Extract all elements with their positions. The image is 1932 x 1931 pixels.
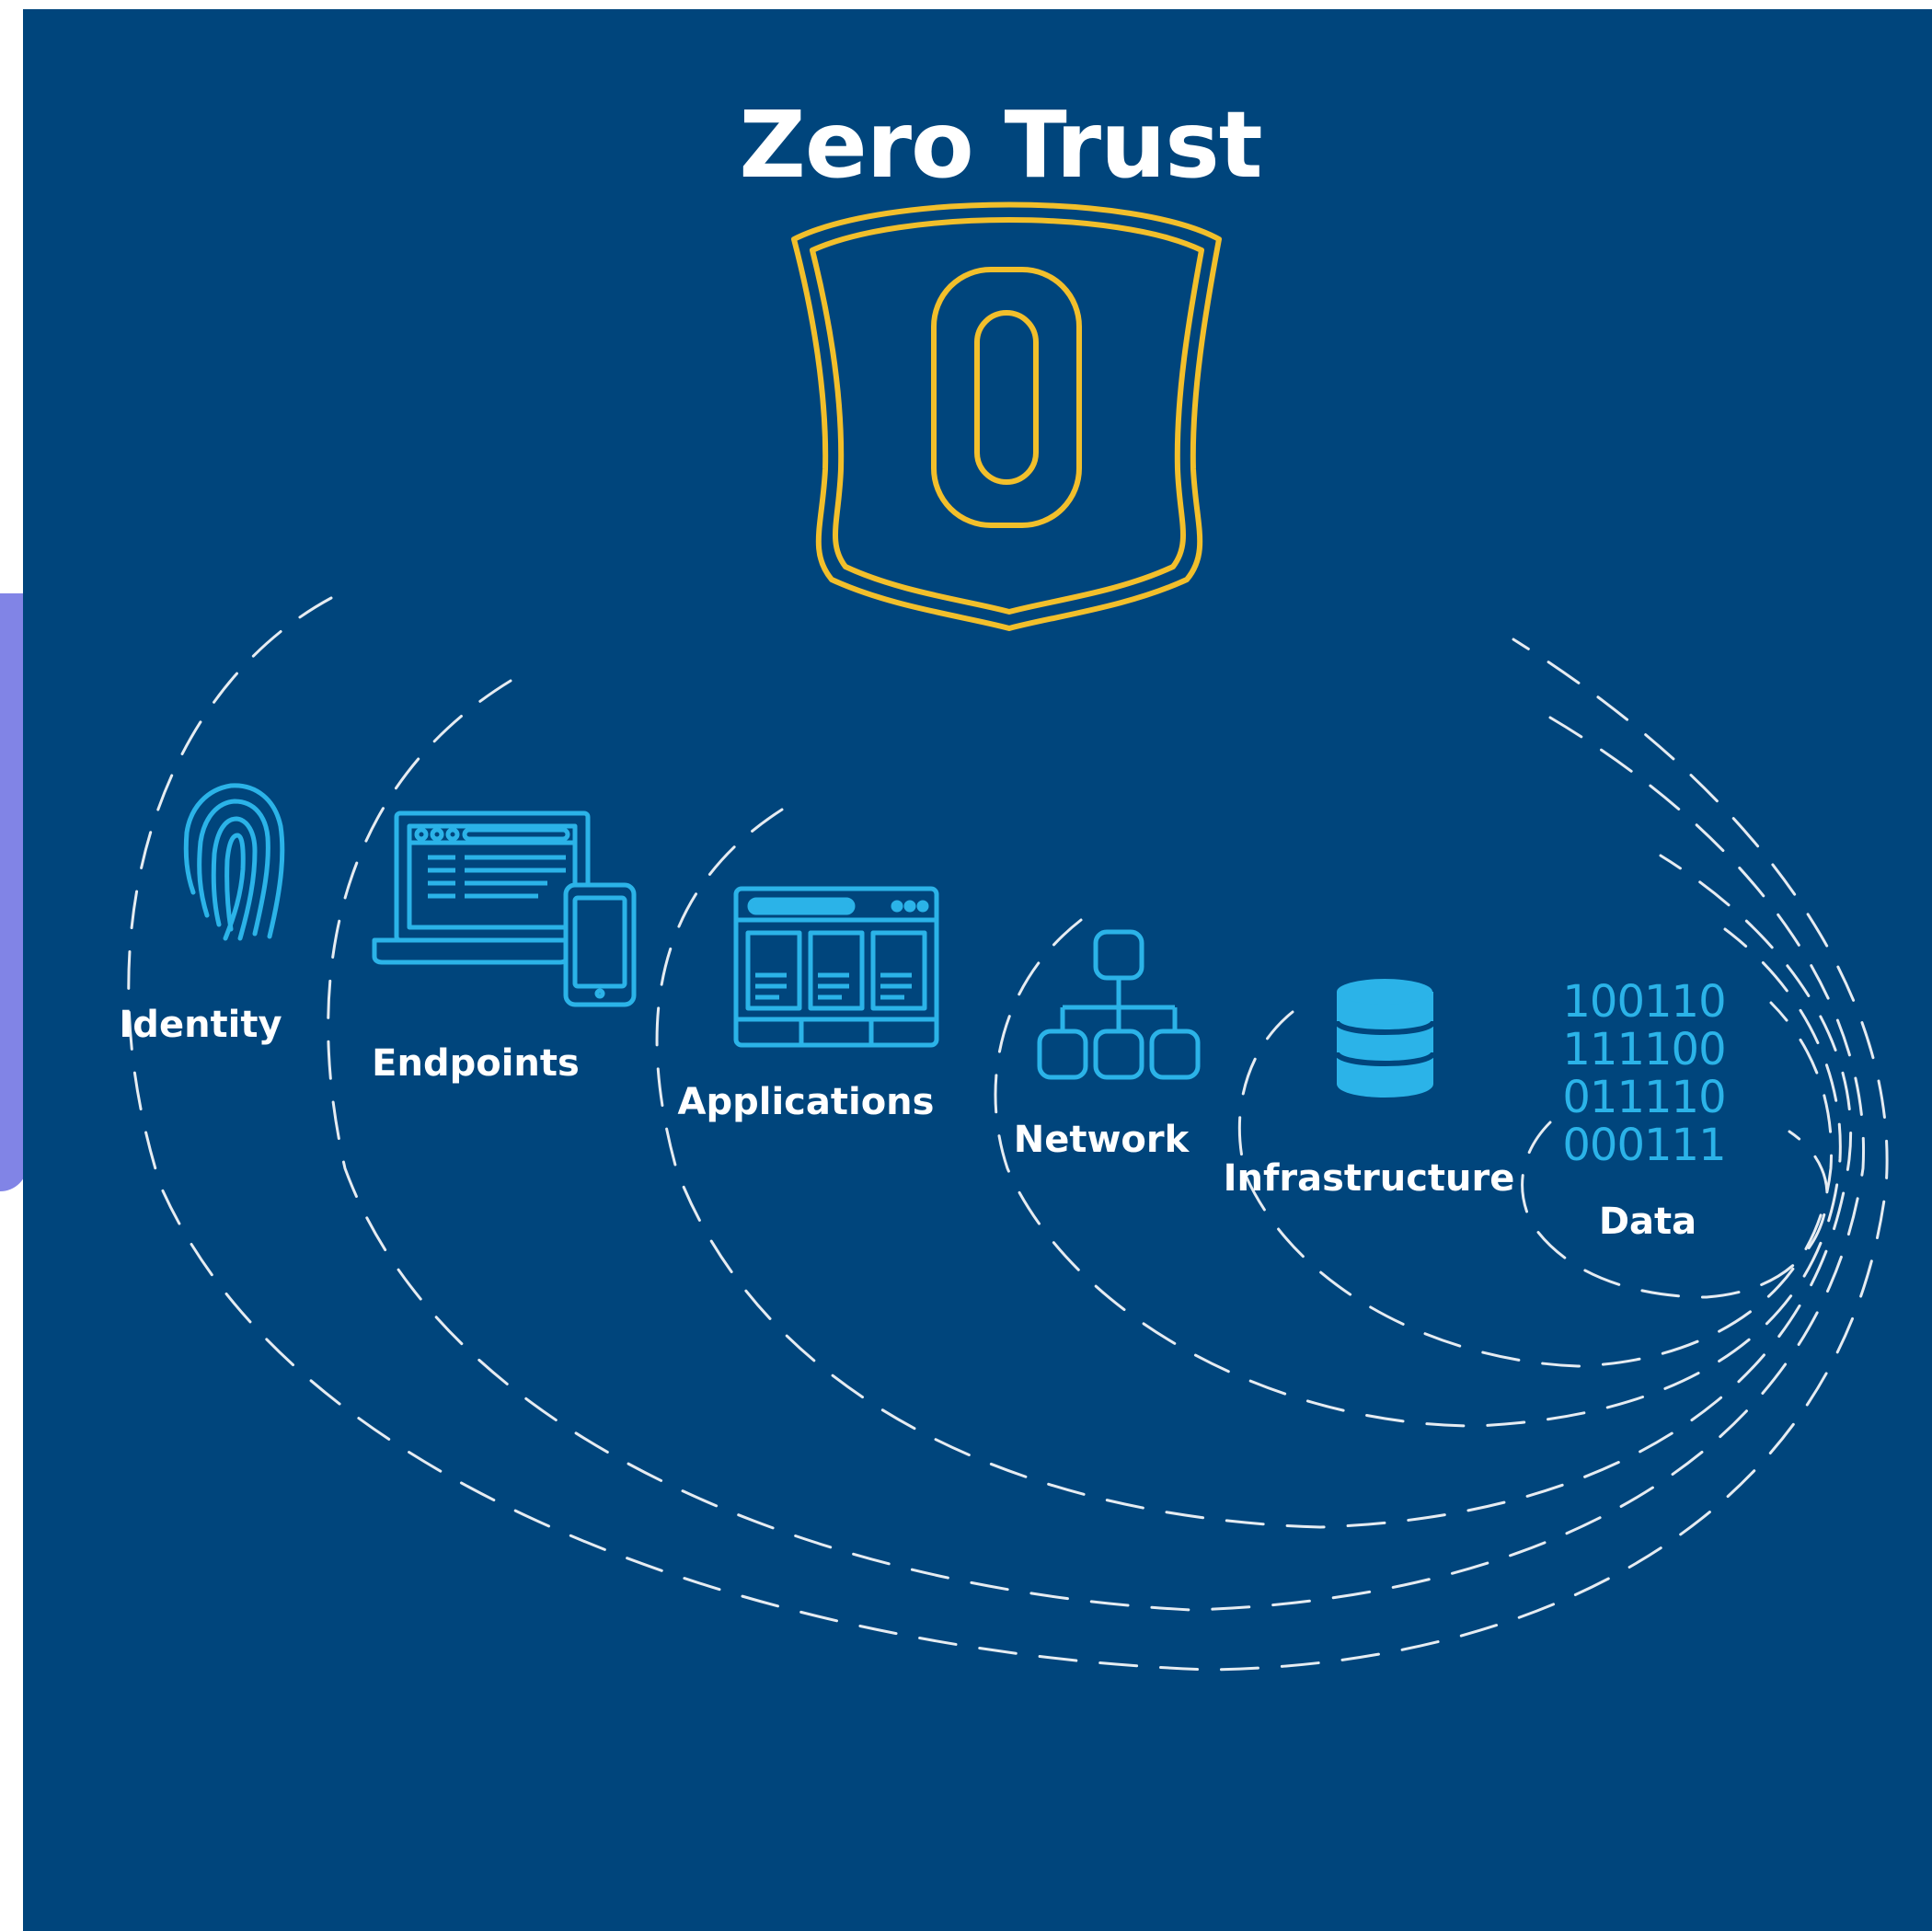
- page-title: Zero Trust: [739, 91, 1262, 199]
- app-window-icon: [733, 886, 939, 1048]
- identity-ring: [127, 596, 1889, 1672]
- binary-line: 000111: [1562, 1120, 1726, 1171]
- applications-ring: [655, 808, 1852, 1529]
- shield-icon: [791, 201, 1222, 631]
- layer-label-identity: Identity: [119, 1004, 282, 1046]
- binary-data-icon: 100110 111100 011110 000111: [1562, 976, 1726, 1171]
- data-ring: [1521, 1121, 1829, 1299]
- diagram-graphics: [127, 201, 1889, 1672]
- laptop-phone-icon: [372, 810, 637, 1007]
- layer-label-endpoints: Endpoints: [372, 1042, 580, 1085]
- layer-label-data: Data: [1598, 1201, 1697, 1243]
- layer-label-applications: Applications: [677, 1081, 935, 1123]
- layer-label-network: Network: [1013, 1119, 1190, 1161]
- binary-line: 111100: [1562, 1024, 1726, 1075]
- binary-line: 100110: [1562, 976, 1726, 1028]
- network-icon: [1037, 929, 1201, 1080]
- zero-trust-diagram: Zero Trust 100110 111100 011110 000111 I…: [23, 9, 1932, 1931]
- fingerprint-icon: [183, 783, 285, 941]
- binary-line: 011110: [1562, 1072, 1726, 1123]
- database-icon: [1334, 979, 1436, 1098]
- layer-label-infrastructure: Infrastructure: [1223, 1157, 1515, 1200]
- infrastructure-ring: [1237, 1001, 1834, 1368]
